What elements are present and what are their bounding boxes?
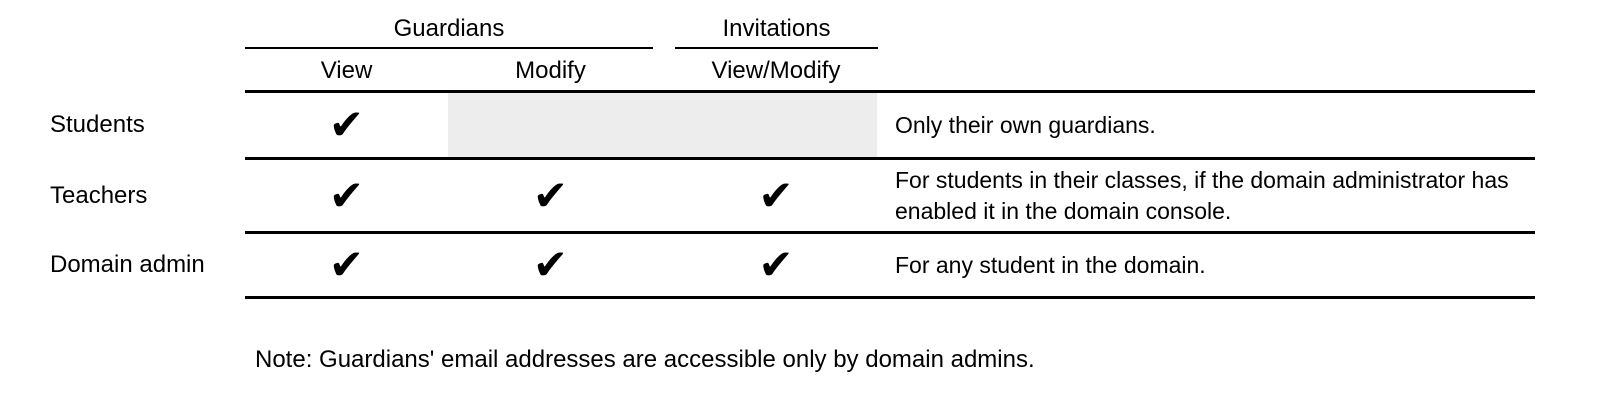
table-rule-bottom: [245, 296, 1535, 299]
checkmark-icon: ✔: [328, 171, 365, 219]
cell-students-invitations-viewmodify: ✔: [675, 93, 877, 157]
row-label-domain-admin: Domain admin: [50, 251, 205, 278]
cell-students-guardians-modify: ✔: [448, 93, 653, 157]
table-rule-top: [245, 90, 1535, 93]
column-header-invitations-viewmodify: View/Modify: [711, 57, 841, 84]
not-applicable-cell: [448, 93, 877, 157]
cell-teachers-guardians-modify: ✔: [448, 160, 653, 231]
checkmark-icon: ✔: [532, 171, 569, 219]
cell-domain-admin-invitations-viewmodify: ✔: [675, 234, 877, 296]
cell-domain-admin-guardians-modify: ✔: [448, 234, 653, 296]
note-domain-admin: For any student in the domain.: [895, 251, 1206, 278]
note-teachers: For students in their classes, if the do…: [895, 166, 1509, 224]
column-group-invitations-label: Invitations: [722, 15, 831, 42]
checkmark-icon: ✔: [328, 101, 365, 148]
footnote: Note: Guardians' email addresses are acc…: [255, 346, 1035, 373]
invitations-underline: [675, 47, 878, 49]
column-header-guardians-view: View: [320, 57, 373, 84]
table-rule-after-teachers: [245, 231, 1535, 234]
guardians-underline: [245, 47, 653, 49]
cell-students-guardians-view: ✔: [245, 93, 448, 157]
column-header-guardians-modify: Modify: [515, 57, 586, 84]
cell-teachers-guardians-view: ✔: [245, 160, 448, 231]
cell-teachers-invitations-viewmodify: ✔: [675, 160, 877, 231]
row-label-teachers: Teachers: [50, 181, 148, 209]
checkmark-icon: ✔: [758, 171, 794, 219]
cell-domain-admin-guardians-view: ✔: [245, 234, 448, 296]
column-group-guardians-label: Guardians: [393, 15, 505, 42]
checkmark-icon: ✔: [328, 241, 365, 288]
row-label-students: Students: [50, 111, 145, 138]
note-students: Only their own guardians.: [895, 111, 1156, 138]
checkmark-icon: ✔: [758, 241, 794, 288]
checkmark-icon: ✔: [532, 241, 569, 288]
table-rule-after-students: [245, 157, 1535, 160]
